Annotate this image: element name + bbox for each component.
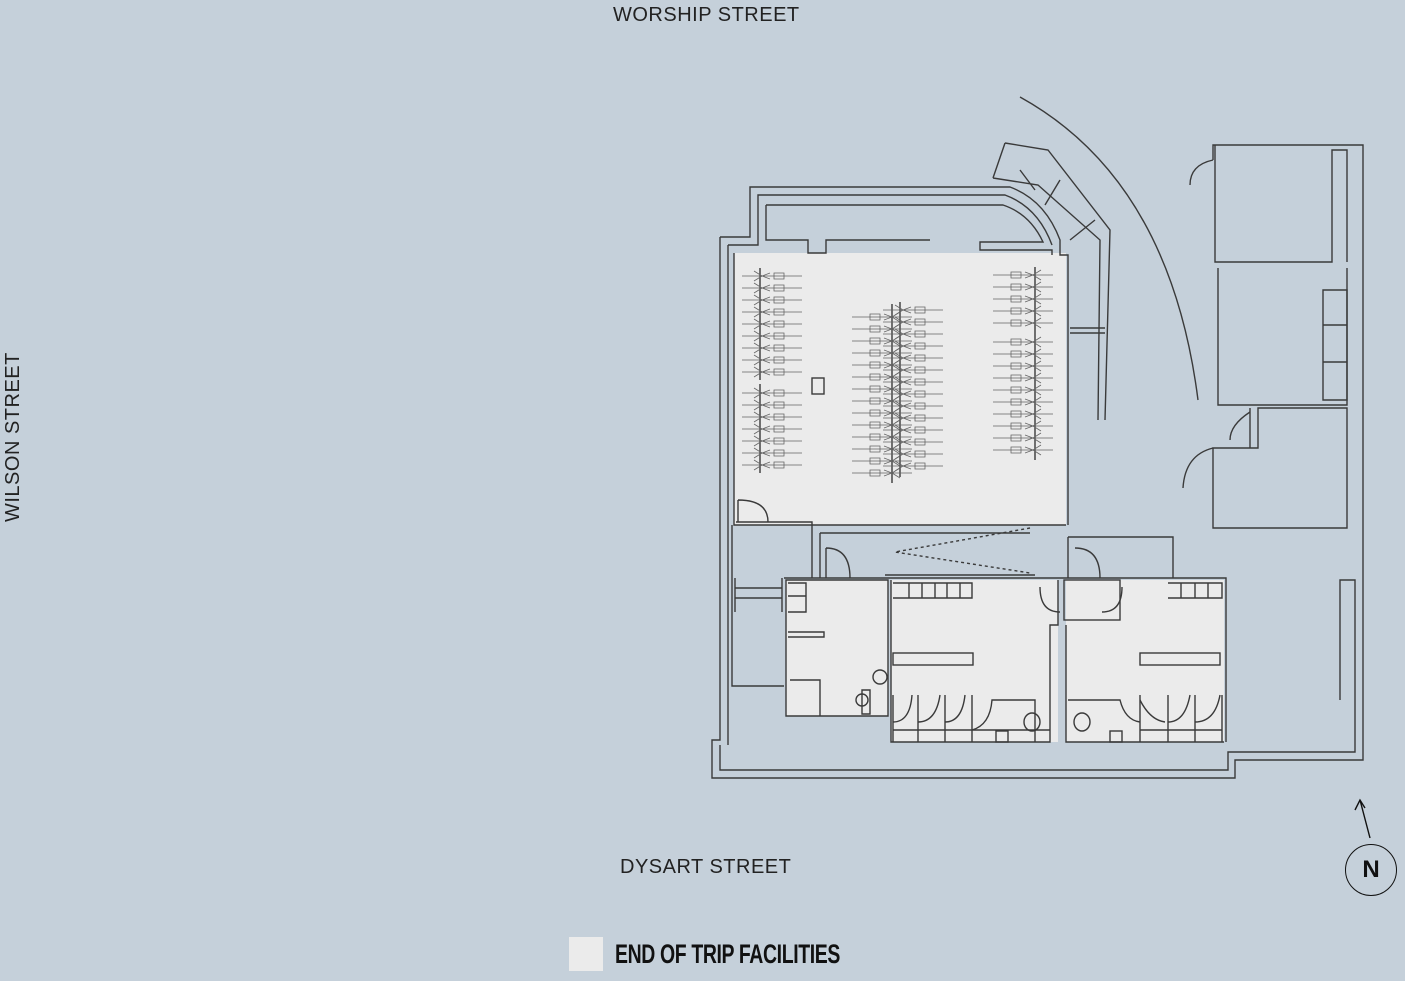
bike-icon <box>742 423 802 435</box>
street-label-dysart: DYSART STREET <box>620 856 792 878</box>
bike-icon <box>852 371 912 383</box>
bike-icon <box>883 352 943 364</box>
bike-icon <box>742 270 802 282</box>
bike-icon <box>883 436 943 448</box>
bike-icon <box>883 316 943 328</box>
legend-swatch <box>569 937 603 971</box>
bike-icon <box>852 467 912 479</box>
bike-icon <box>993 396 1053 408</box>
bike-icon <box>852 335 912 347</box>
north-arrow-icon <box>1354 798 1371 839</box>
bike-icon <box>742 318 802 330</box>
bike-icon <box>742 366 802 378</box>
bike-icon <box>883 340 943 352</box>
bike-icon <box>852 419 912 431</box>
bike-icon <box>852 347 912 359</box>
bike-icon <box>852 323 912 335</box>
bike-icon <box>993 360 1053 372</box>
legend-label: END OF TRIP FACILITIES <box>615 938 841 969</box>
bike-icon <box>742 294 802 306</box>
change-room-right <box>1065 582 1224 743</box>
change-room-left <box>890 580 1061 743</box>
north-compass-icon: N <box>1345 844 1397 896</box>
bike-icon <box>993 420 1053 432</box>
legend: END OF TRIP FACILITIES <box>569 937 928 971</box>
bike-icon <box>742 447 802 459</box>
bike-icon <box>852 383 912 395</box>
bike-icon <box>993 384 1053 396</box>
bike-icon <box>993 305 1053 317</box>
bike-icon <box>883 448 943 460</box>
inner-wall <box>765 204 1053 255</box>
bike-icon <box>852 431 912 443</box>
bike-icon <box>883 376 943 388</box>
street-label-worship: WORSHIP STREET <box>613 4 800 26</box>
bike-icon <box>742 399 802 411</box>
bike-icon <box>993 269 1053 281</box>
building-outline <box>711 144 1364 779</box>
bike-icon <box>993 281 1053 293</box>
bike-icon <box>742 411 802 423</box>
curved-facade <box>1019 96 1199 401</box>
bike-icon <box>993 293 1053 305</box>
bike-icon <box>742 435 802 447</box>
bike-icon <box>883 304 943 316</box>
bike-icon <box>852 443 912 455</box>
bike-icon <box>883 400 943 412</box>
facility-areas <box>734 253 1224 742</box>
bike-icon <box>852 395 912 407</box>
bike-icon <box>742 387 802 399</box>
bike-icon <box>852 359 912 371</box>
accessible-wc <box>785 579 889 717</box>
bike-icon <box>852 455 912 467</box>
bike-icon <box>993 336 1053 348</box>
bike-icon <box>742 306 802 318</box>
bike-icon <box>852 407 912 419</box>
bike-icon <box>993 372 1053 384</box>
bike-icon <box>883 328 943 340</box>
bike-icon <box>742 282 802 294</box>
bike-icon <box>742 330 802 342</box>
bike-icon <box>742 459 802 471</box>
bike-racks <box>742 267 1053 483</box>
bike-icon <box>993 317 1053 329</box>
bike-icon <box>883 424 943 436</box>
bike-icon <box>742 354 802 366</box>
bike-icon <box>883 412 943 424</box>
bike-icon <box>742 342 802 354</box>
east-units <box>1182 145 1348 529</box>
bike-icon <box>852 311 912 323</box>
bike-icon <box>883 364 943 376</box>
bike-icon <box>883 388 943 400</box>
bike-icon <box>883 460 943 472</box>
bike-icon <box>993 432 1053 444</box>
bike-icon <box>993 408 1053 420</box>
compass-label: N <box>1362 856 1380 883</box>
bike-icon <box>993 444 1053 456</box>
bike-icon <box>993 348 1053 360</box>
